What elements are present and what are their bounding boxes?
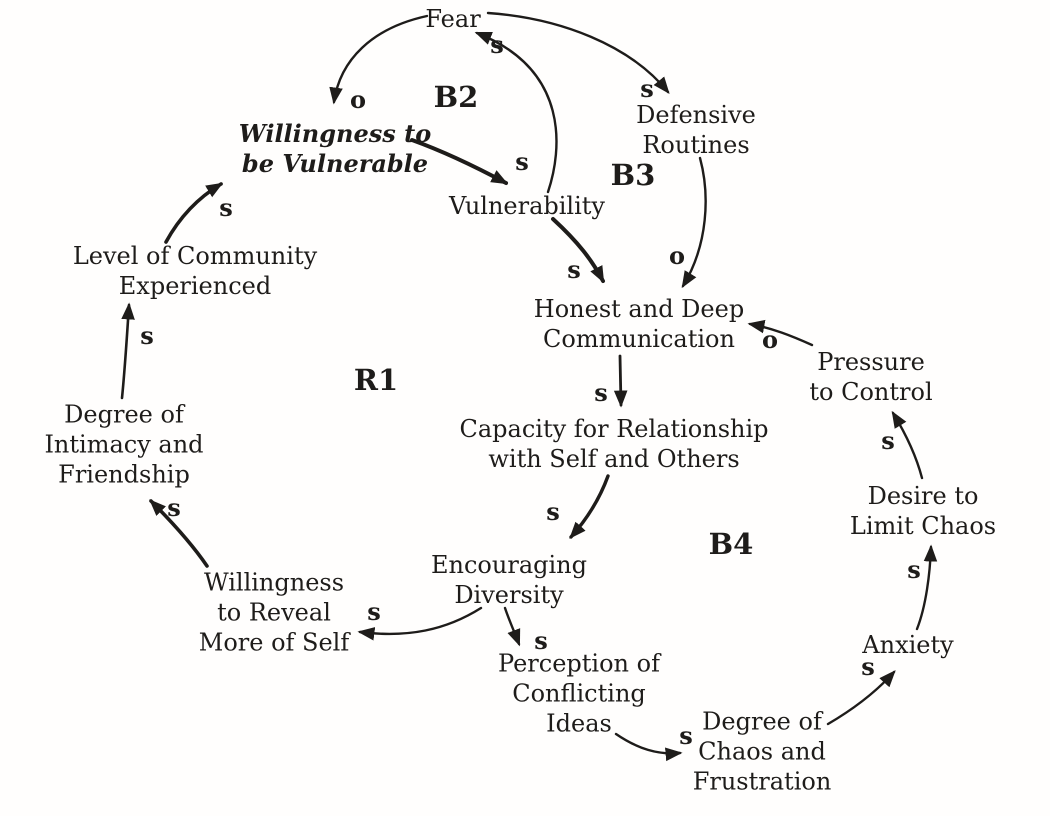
loop-R1: R1	[353, 363, 399, 397]
polarity-label-fear-to-willingness: o	[350, 85, 366, 114]
node-encouraging-diversity: Encouraging Diversity	[431, 550, 587, 609]
node-vulnerability: Vulnerability	[449, 191, 605, 220]
polarity-label-encouraging-to-reveal: s	[367, 597, 381, 626]
edge-encouraging-to-perception	[503, 606, 521, 647]
polarity-label-vulnerability-to-fear: s	[490, 30, 504, 59]
polarity-label-community-to-willingness: s	[219, 193, 233, 222]
loop-B2: B2	[433, 80, 479, 114]
polarity-label-reveal-to-intimacy: s	[167, 493, 181, 522]
polarity-label-fear-to-defensive: s	[640, 74, 654, 103]
node-willingness-to-reveal-more-of-self: Willingness to Reveal More of Self	[198, 568, 350, 658]
node-capacity-for-relationship: Capacity for Relationship with Self and …	[459, 414, 769, 473]
edge-vulnerability-to-honest	[551, 217, 605, 284]
edge-pressure-to-honest	[747, 319, 814, 347]
edge-fear-to-defensive	[486, 11, 670, 94]
edge-intimacy-to-community	[120, 302, 135, 400]
polarity-label-encouraging-to-perception: s	[534, 626, 548, 655]
edge-honest-to-capacity	[613, 354, 628, 408]
node-desire-to-limit-chaos: Desire to Limit Chaos	[849, 481, 997, 540]
polarity-label-chaos-to-anxiety: s	[861, 652, 875, 681]
loop-B3: B3	[610, 158, 656, 192]
edge-desire-to-pressure	[891, 410, 924, 480]
edge-vulnerability-to-fear	[474, 31, 558, 194]
polarity-label-defensive-to-honest: o	[669, 241, 685, 270]
polarity-label-intimacy-to-community: s	[140, 321, 154, 350]
node-degree-of-chaos-and-frustration: Degree of Chaos and Frustration	[692, 707, 832, 797]
polarity-label-willingness-to-vulnerability: s	[515, 147, 529, 176]
node-pressure-to-control: Pressure to Control	[809, 347, 933, 406]
node-honest-and-deep-communication: Honest and Deep Communication	[533, 294, 745, 353]
node-fear: Fear	[425, 4, 481, 33]
edge-encouraging-to-reveal	[357, 606, 483, 641]
node-perception-of-conflicting-ideas: Perception of Conflicting Ideas	[498, 649, 660, 739]
polarity-label-perception-to-chaos: s	[679, 721, 693, 750]
polarity-label-anxiety-to-desire: s	[907, 555, 921, 584]
polarity-label-desire-to-pressure: s	[881, 426, 895, 455]
edge-willingness-to-vulnerability	[410, 138, 509, 185]
edge-chaos-to-anxiety	[826, 670, 896, 726]
loop-B4: B4	[708, 527, 754, 561]
node-anxiety: Anxiety	[862, 630, 954, 659]
polarity-label-capacity-to-encouraging: s	[546, 497, 560, 526]
node-defensive-routines: Defensive Routines	[636, 100, 756, 159]
edge-community-to-willingness	[164, 182, 224, 244]
polarity-label-vulnerability-to-honest: s	[567, 255, 581, 284]
polarity-label-honest-to-capacity: s	[594, 378, 608, 407]
edge-capacity-to-encouraging	[569, 474, 610, 539]
node-level-of-community-experienced: Level of Community Experienced	[72, 241, 318, 300]
edge-perception-to-chaos	[614, 732, 683, 762]
edge-fear-to-willingness	[329, 14, 429, 105]
polarity-label-pressure-to-honest: o	[762, 325, 778, 354]
edge-anxiety-to-desire	[915, 544, 938, 631]
edge-defensive-to-honest	[681, 156, 707, 289]
node-degree-of-intimacy-and-friendship: Degree of Intimacy and Friendship	[44, 400, 204, 490]
node-willingness-to-be-vulnerable: Willingness to be Vulnerable	[238, 118, 432, 178]
edge-reveal-to-intimacy	[149, 499, 209, 568]
